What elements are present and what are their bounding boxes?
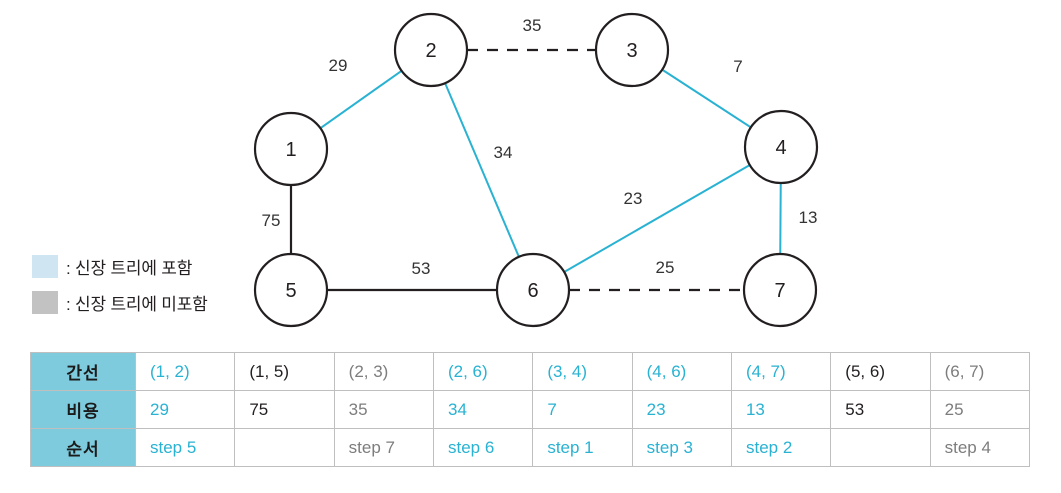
cell-cost-1: 29 bbox=[134, 390, 236, 429]
node-label-3: 3 bbox=[626, 40, 637, 62]
cell-cost-5: 7 bbox=[532, 390, 633, 429]
node-label-6: 6 bbox=[527, 280, 538, 302]
node-circle-1[interactable] bbox=[253, 111, 329, 187]
node-label-5: 5 bbox=[285, 280, 296, 302]
cell-edge-7: (4, 7) bbox=[730, 352, 832, 391]
cell-edge-5: (3, 4) bbox=[532, 352, 633, 391]
node-circle-7[interactable] bbox=[742, 252, 818, 328]
node-circle-2[interactable] bbox=[393, 12, 469, 88]
node-circle-6[interactable] bbox=[495, 252, 571, 328]
node-circle-4[interactable] bbox=[743, 109, 819, 185]
edge-2-6 bbox=[444, 82, 520, 258]
node-label-1: 1 bbox=[285, 139, 296, 161]
cell-order-3: step 7 bbox=[333, 428, 434, 467]
cell-order-1: step 5 bbox=[134, 428, 236, 467]
cell-order-5: step 1 bbox=[532, 428, 633, 467]
cell-edge-9: (6, 7) bbox=[929, 352, 1031, 391]
edge-weight-5-6: 53 bbox=[412, 259, 431, 278]
edge-weight-2-3: 35 bbox=[523, 16, 542, 35]
cell-cost-3: 35 bbox=[333, 390, 434, 429]
edge-weight-1-5: 75 bbox=[262, 211, 281, 230]
cell-cost-4: 34 bbox=[432, 390, 534, 429]
legend-swatch-excluded-icon bbox=[32, 290, 58, 314]
row-header-edge: 간선 bbox=[30, 352, 136, 391]
edge-weight-4-7: 13 bbox=[799, 208, 818, 227]
cell-order-2 bbox=[234, 428, 335, 467]
cell-order-7: step 2 bbox=[730, 428, 832, 467]
table-row-edge: 간선 (1, 2)(1, 5)(2, 3)(2, 6)(3, 4)(4, 6)(… bbox=[30, 352, 1031, 391]
cell-edge-4: (2, 6) bbox=[432, 352, 534, 391]
node-circle-5[interactable] bbox=[253, 252, 329, 328]
cell-cost-9: 25 bbox=[929, 390, 1031, 429]
edge-4-6 bbox=[563, 164, 751, 273]
edge-cost-order-table: 간선 (1, 2)(1, 5)(2, 3)(2, 6)(3, 4)(4, 6)(… bbox=[30, 352, 1031, 467]
legend-label-included: : 신장 트리에 포함 bbox=[66, 258, 193, 278]
cell-cost-6: 23 bbox=[631, 390, 732, 429]
node-label-4: 4 bbox=[775, 137, 786, 159]
cell-edge-2: (1, 5) bbox=[234, 352, 335, 391]
legend-item-included: : 신장 트리에 포함 bbox=[32, 250, 247, 282]
edge-1-2 bbox=[319, 69, 403, 130]
node-label-2: 2 bbox=[425, 40, 436, 62]
cell-cost-2: 75 bbox=[234, 390, 335, 429]
legend-swatch-included-icon bbox=[32, 254, 58, 278]
legend: : 신장 트리에 포함 : 신장 트리에 미포함 bbox=[32, 250, 247, 322]
cell-edge-8: (5, 6) bbox=[830, 352, 931, 391]
cell-edge-6: (4, 6) bbox=[631, 352, 732, 391]
row-header-order: 순서 bbox=[30, 428, 136, 467]
edge-weight-2-6: 34 bbox=[494, 143, 513, 162]
node-circle-3[interactable] bbox=[594, 12, 670, 88]
edge-weight-4-6: 23 bbox=[624, 189, 643, 208]
cell-order-9: step 4 bbox=[929, 428, 1031, 467]
node-label-7: 7 bbox=[774, 280, 785, 302]
cell-order-6: step 3 bbox=[631, 428, 732, 467]
legend-label-excluded: : 신장 트리에 미포함 bbox=[66, 294, 208, 314]
cell-order-4: step 6 bbox=[432, 428, 534, 467]
cell-edge-1: (1, 2) bbox=[134, 352, 236, 391]
legend-item-excluded: : 신장 트리에 미포함 bbox=[32, 286, 247, 318]
edge-weight-6-7: 25 bbox=[656, 258, 675, 277]
cell-order-8 bbox=[830, 428, 931, 467]
cell-cost-8: 53 bbox=[830, 390, 931, 429]
row-header-cost: 비용 bbox=[30, 390, 136, 429]
edge-weight-3-4: 7 bbox=[733, 57, 742, 76]
cell-cost-7: 13 bbox=[730, 390, 832, 429]
cell-edge-3: (2, 3) bbox=[333, 352, 434, 391]
edge-weight-1-2: 29 bbox=[329, 56, 348, 75]
edge-3-4 bbox=[661, 68, 752, 129]
